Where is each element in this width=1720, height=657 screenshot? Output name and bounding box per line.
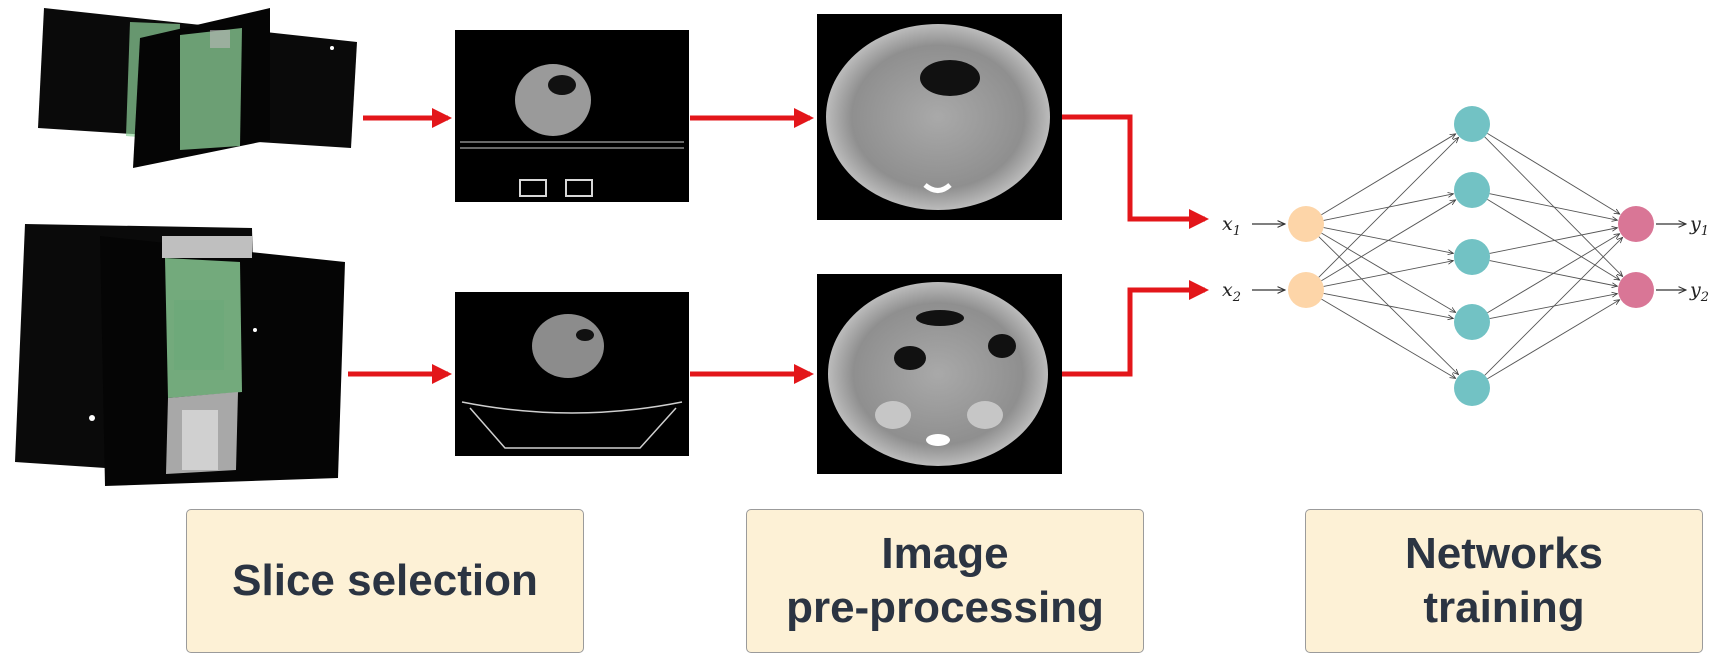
edge-hidden2-output2	[1487, 198, 1619, 280]
output-node-1	[1618, 206, 1654, 242]
ct-slice-bottom-processed	[817, 274, 1062, 474]
output-node-2	[1618, 272, 1654, 308]
edge-hidden5-output2	[1487, 300, 1619, 380]
input-label-2: x2	[1222, 279, 1241, 305]
input-node-1	[1288, 206, 1324, 242]
stage-box-networks-training: Networks training	[1305, 509, 1703, 653]
edge-input2-hidden2	[1321, 200, 1455, 282]
ct-slice-top-processed	[817, 14, 1062, 220]
stage-box-image-preprocessing: Image pre-processing	[746, 509, 1144, 653]
output-label-1: y1	[1689, 213, 1709, 239]
flow-arrows	[348, 108, 1209, 384]
edge-input2-hidden3	[1323, 261, 1454, 287]
edge-hidden5-output1	[1484, 237, 1623, 376]
3d-slices-top	[38, 8, 357, 168]
ct-slice-bottom-raw	[455, 292, 689, 456]
network-edges	[1318, 132, 1623, 380]
stage-label-image-preprocessing: Image pre-processing	[786, 529, 1104, 632]
edge-hidden4-output1	[1487, 234, 1619, 314]
edge-input1-hidden1	[1321, 134, 1455, 216]
output-label-2: y2	[1689, 279, 1709, 305]
3d-slices-bottom	[15, 224, 345, 486]
edge-hidden2-output1	[1489, 193, 1618, 220]
ct-slice-top-raw	[455, 30, 689, 202]
input-node-2	[1288, 272, 1324, 308]
stage-label-networks-training: Networks training	[1404, 529, 1604, 632]
hidden-node-3	[1454, 239, 1490, 275]
edge-input2-hidden4	[1323, 292, 1454, 318]
stage-label-slice-selection: Slice selection	[232, 556, 538, 605]
hidden-node-2	[1454, 172, 1490, 208]
edge-hidden1-output1	[1487, 132, 1619, 214]
hidden-node-5	[1454, 370, 1490, 406]
edge-input2-hidden1	[1318, 137, 1459, 278]
io-arrows	[1252, 224, 1686, 290]
input-label-1: x1	[1222, 213, 1241, 239]
hidden-node-4	[1454, 304, 1490, 340]
network-nodes	[1288, 106, 1654, 406]
edge-input2-hidden5	[1321, 298, 1456, 378]
neural-network: x1 x2 y1 y2	[1222, 106, 1709, 406]
stage-box-slice-selection: Slice selection	[186, 509, 584, 653]
hidden-node-1	[1454, 106, 1490, 142]
edge-input1-hidden4	[1321, 232, 1456, 312]
edge-hidden3-output1	[1489, 228, 1618, 254]
